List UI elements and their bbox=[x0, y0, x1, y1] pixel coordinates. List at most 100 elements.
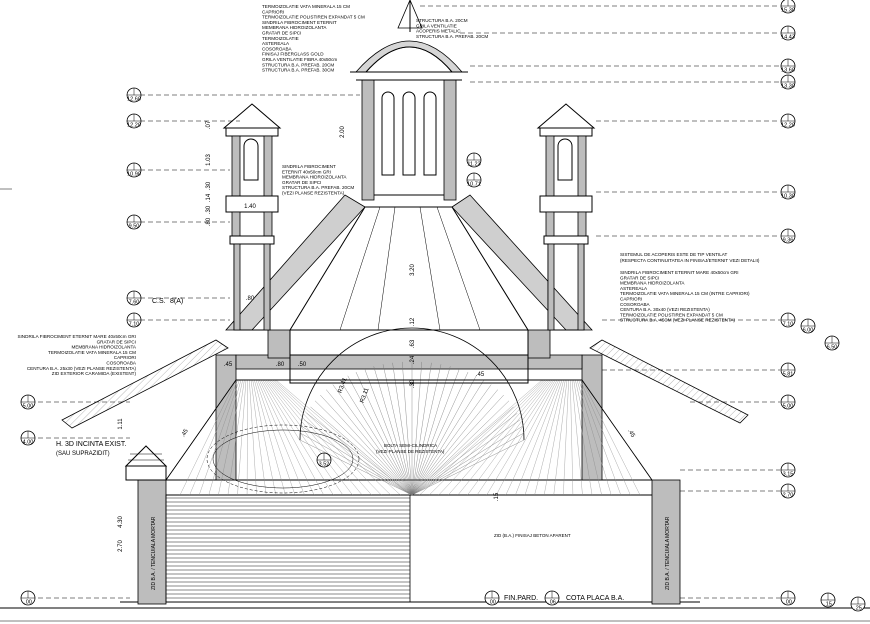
level-marker-right-label: 14.43 bbox=[781, 35, 795, 41]
dimension-label: 2.70 bbox=[118, 540, 124, 552]
level-marker-right-label: 10.30 bbox=[781, 194, 795, 200]
level-marker-right-label: 9.36 bbox=[783, 238, 794, 244]
level-marker-right-label: .00 bbox=[784, 600, 792, 606]
spec-note-top: GRILA VENTILATIE FIBRA 40x50cm bbox=[262, 57, 337, 62]
level-marker-right: 3.15 bbox=[780, 462, 796, 478]
level-marker-right: .00 bbox=[780, 590, 796, 606]
dimension-label: 1.11 bbox=[118, 418, 124, 430]
level-marker-left: 7.10 bbox=[126, 312, 142, 328]
level-marker-right: 13.60 bbox=[780, 58, 796, 74]
spec-note-top: TERMOIZOLATIE POLISTIREN EXPANDAT 5 CM bbox=[262, 15, 365, 20]
level-marker-left-label: 7.10 bbox=[129, 322, 140, 328]
dimension-label: .30 bbox=[206, 181, 212, 190]
dimension-label: 4.30 bbox=[118, 516, 124, 528]
dimension-label: 1.03 bbox=[206, 154, 212, 166]
dimension-label: .80 bbox=[206, 217, 212, 226]
dimension-label: .80 bbox=[276, 362, 285, 368]
dimension-label: .07 bbox=[206, 120, 212, 129]
spec-note-mid: (VEZI PLANSE REZISTENTA) bbox=[282, 191, 345, 196]
vault-fan bbox=[165, 327, 653, 496]
vault-label: BOLTA SEMI-CILINDRICA bbox=[384, 443, 437, 448]
dimension-label: .12 bbox=[410, 317, 416, 326]
spec-note-top-right: ACOPERIS METALIC bbox=[416, 29, 461, 34]
level-marker-left: 7.60 bbox=[126, 290, 142, 306]
level-marker-right-label: 3.15 bbox=[783, 472, 794, 478]
level-marker-left: 9.50 bbox=[126, 214, 142, 230]
spec-note-right: CENTURA B.A. 30x40 (VEZI REZISTENTA) bbox=[620, 307, 710, 312]
elevation-marker: .06 bbox=[544, 590, 560, 606]
spec-note-top-right: STRUCTURA B.A. PREFAB. 20CM bbox=[416, 34, 488, 39]
level-marker-right: 15.30 bbox=[780, 0, 796, 14]
spec-note-mid: STRUCTURA B.A. PREFAB. 20CM bbox=[282, 185, 354, 190]
wall-label-right: ZID B.A. / TENCUIALA MORTAR bbox=[665, 516, 671, 590]
spec-note-top: FINISAJ FIBERGLASS GOLD bbox=[262, 52, 324, 57]
dimension-label: 1.40 bbox=[244, 204, 256, 210]
level-marker-right: 7.10 bbox=[780, 312, 796, 328]
level-marker-left: 4.00 bbox=[20, 430, 36, 446]
elevation-marker-label: 3.52 bbox=[319, 462, 330, 468]
spec-note-mid: MEMBRANA HIDROIZOLANTA bbox=[282, 175, 347, 180]
revision-cloud bbox=[206, 424, 360, 494]
vault-label-2: (VEZI PLANSE DE REZISTENTA) bbox=[376, 449, 445, 454]
spec-note-left: MEMBRANA HIDROIZOLANTA bbox=[72, 345, 137, 350]
level-marker-right-label: 7.10 bbox=[783, 322, 794, 328]
spec-note-top-right: GRILA VENTILATIE bbox=[416, 23, 457, 28]
level-marker-left-label: 12.60 bbox=[127, 97, 141, 103]
spec-note-top: SINDRILA FIBROCIMENT ETERNIT bbox=[262, 20, 337, 25]
spec-note-right: TERMOIZOLATIE VATA MINERALA 15 CM (INTRE… bbox=[620, 291, 750, 296]
spec-note-top: TERMOIZOLATIE VATA MINERALA 15 CM bbox=[262, 4, 350, 9]
level-marker-right-label: 13.60 bbox=[781, 68, 795, 74]
level-marker-right: 13.30 bbox=[780, 74, 796, 90]
level-marker-left-label: 9.50 bbox=[129, 224, 140, 230]
cs-label: C.S. bbox=[152, 298, 166, 305]
spec-note-top: ASTEREALA bbox=[262, 41, 290, 46]
level-marker-left: 10.90 bbox=[126, 162, 142, 178]
dimension-label: .45 bbox=[626, 428, 636, 439]
level-marker-right-label: 12.20 bbox=[781, 123, 795, 129]
level-marker-right: .25 bbox=[850, 596, 866, 612]
level-marker-left-label: 4.00 bbox=[23, 440, 34, 446]
spec-note-top: TERMOIZOLATIE bbox=[262, 36, 299, 41]
elevation-marker-label: 10.71 bbox=[467, 182, 481, 188]
level-marker-right: .15 bbox=[820, 592, 836, 608]
elevation-marker-label: 11.23 bbox=[467, 162, 480, 168]
level-marker-left: 5.00 bbox=[20, 394, 36, 410]
dimension-label: .30 bbox=[410, 379, 416, 388]
lower-nave bbox=[137, 329, 681, 605]
level-marker-right: 6.50 bbox=[824, 335, 840, 351]
level-marker-right: 10.30 bbox=[780, 184, 796, 200]
dimension-label: .15 bbox=[494, 492, 500, 501]
elevation-marker: 3.52 bbox=[316, 452, 332, 468]
spec-note-right: STRUCTURA B.A. 45CM (VEZI PLANSE REZISTE… bbox=[620, 318, 736, 323]
height-note: H. 3D INCINTA EXIST. bbox=[56, 441, 126, 448]
level-marker-right: 5.81 bbox=[780, 362, 796, 378]
level-marker-right: 6.00 bbox=[800, 318, 816, 334]
ground-line bbox=[0, 601, 870, 622]
level-lines bbox=[0, 5, 780, 599]
elevation-marker: .00 bbox=[484, 590, 500, 606]
level-marker-right: 5.00 bbox=[780, 394, 796, 410]
spec-note-top: MEMBRANA HIDROIZOLANTA bbox=[262, 25, 327, 30]
level-marker-right-label: 13.30 bbox=[781, 84, 795, 90]
spec-note-mid: SINDRILA FIBROCIMENT bbox=[282, 164, 336, 169]
level-marker-right-label: .15 bbox=[824, 602, 832, 608]
central-roof bbox=[225, 0, 593, 384]
cota-placa-label: COTA PLACA B.A. bbox=[566, 595, 624, 602]
spec-note-top: CAPRIORI bbox=[262, 9, 284, 14]
level-marker-left-label: .00 bbox=[24, 600, 32, 606]
level-marker-right: 14.43 bbox=[780, 25, 796, 41]
level-marker-left: 12.60 bbox=[126, 87, 142, 103]
drawing-labels: C.S. 8(A) H. 3D INCINTA EXIST. (SAU SUPR… bbox=[56, 252, 760, 602]
spec-note-right: COSOROABA bbox=[620, 302, 651, 307]
level-marker-left-label: 12.20 bbox=[127, 123, 141, 129]
spec-note-left: ZID EXTERIOR CARAMIDA (EXISTENT) bbox=[52, 371, 137, 376]
roof-note: SISTEMUL DE ACOPERIS ESTE DE TIP VENTILA… bbox=[620, 252, 727, 257]
cs-elev-label: 8(A) bbox=[170, 298, 183, 305]
level-marker-left: 12.20 bbox=[126, 113, 142, 129]
dimension-label: .63 bbox=[410, 339, 416, 348]
level-marker-right-label: 5.00 bbox=[783, 404, 794, 410]
tower-right bbox=[536, 103, 596, 331]
level-marker-right: 12.20 bbox=[780, 113, 796, 129]
level-marker-right-label: 5.81 bbox=[783, 372, 794, 378]
